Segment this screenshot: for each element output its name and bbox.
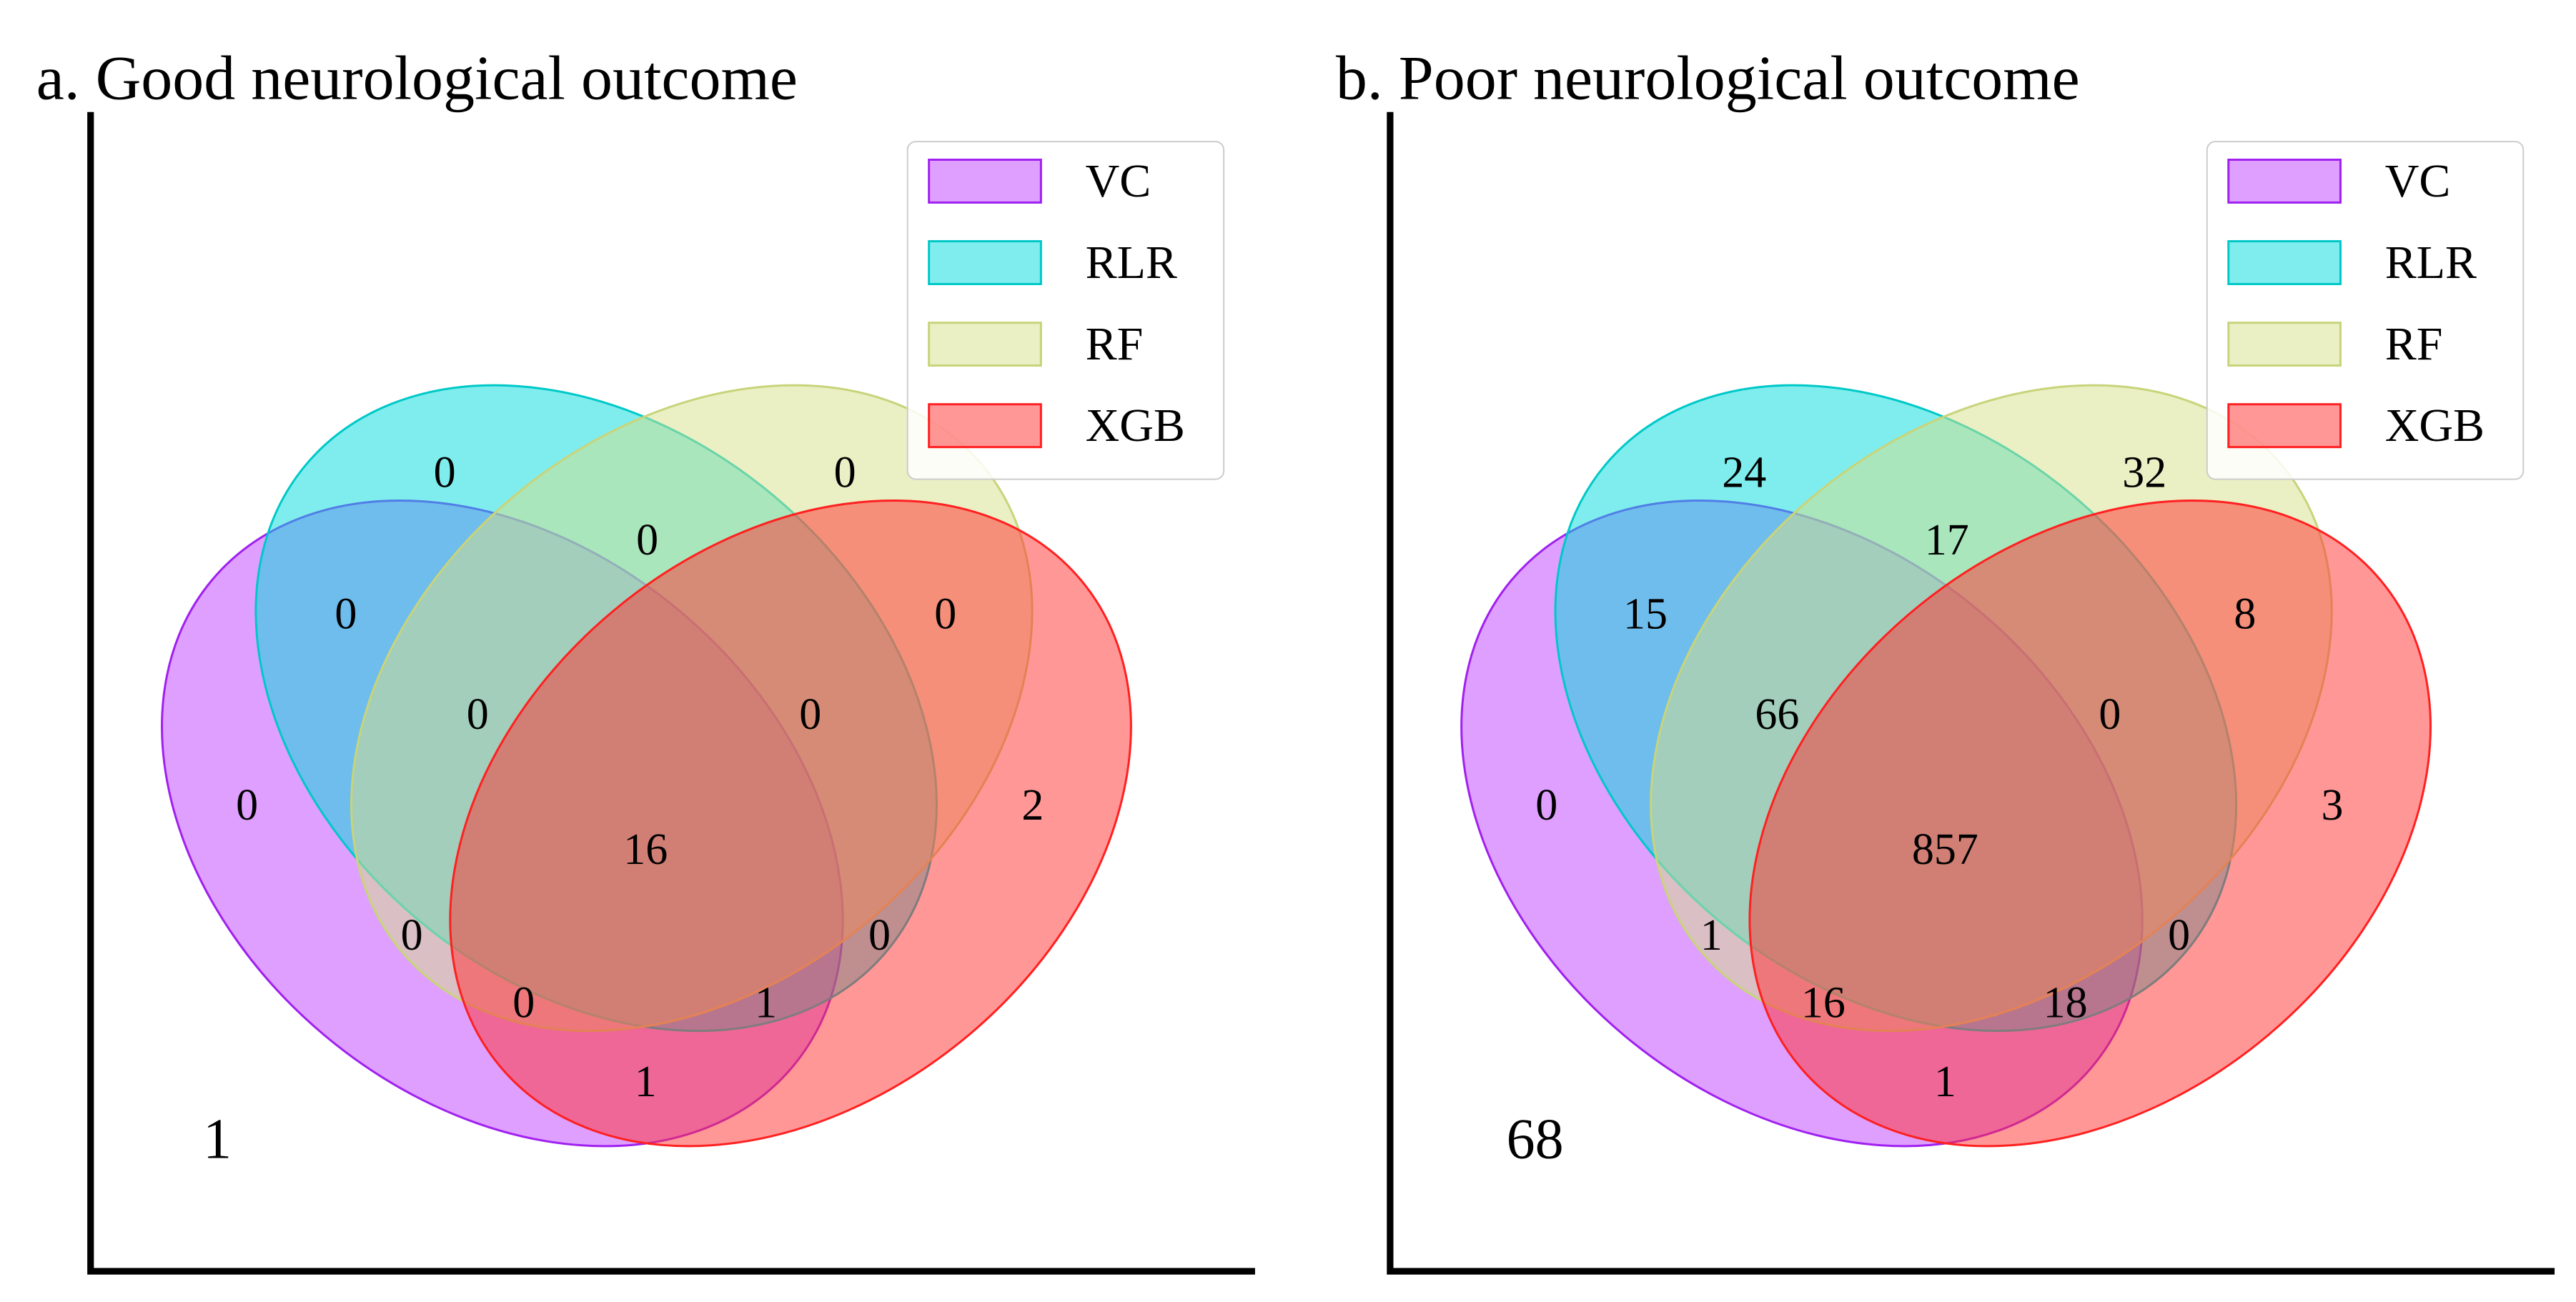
count-vc-xgb: 1 xyxy=(635,1058,657,1106)
legend-swatch-rlr xyxy=(2227,240,2342,285)
count-rlr-rf-xgb: 0 xyxy=(2099,690,2121,739)
ellipse-xgb xyxy=(449,500,1132,1148)
count-vc-xgb: 1 xyxy=(1934,1058,1956,1106)
legend-swatch-xgb xyxy=(928,403,1042,449)
count-vc-rlr-xgb: 18 xyxy=(2044,978,2088,1027)
count-rf-xgb: 0 xyxy=(934,590,956,639)
count-rlr-rf: 17 xyxy=(1925,516,1969,565)
panel-title: a. Good neurological outcome xyxy=(36,44,798,114)
count-xgb: 3 xyxy=(2321,781,2343,830)
panel-title: b. Poor neurological outcome xyxy=(1336,44,2080,114)
count-vc-rf: 1 xyxy=(1700,911,1723,960)
legend-swatch-rf xyxy=(928,322,1042,367)
legend: VC RLR RF XGB xyxy=(2206,141,2525,480)
venn-panel-1: a. Good neurological outcome 0 0 0 0 0 0 0 0 2 16 0… xyxy=(36,44,1255,1275)
count-rf: 0 xyxy=(834,448,856,497)
legend-swatch-vc xyxy=(2227,159,2342,204)
count-rf-xgb: 8 xyxy=(2234,590,2256,639)
count-vc-rlr-rf: 0 xyxy=(467,690,489,739)
count-vc: 0 xyxy=(1535,781,1557,830)
legend-label-vc: VC xyxy=(2385,155,2451,207)
panel-frame xyxy=(87,111,1255,1275)
count-rlr-xgb: 0 xyxy=(868,911,891,960)
legend-label-xgb: XGB xyxy=(2385,399,2485,452)
panel-frame xyxy=(1387,111,2555,1275)
count-rlr-rf-xgb: 0 xyxy=(799,690,821,739)
count-rlr-xgb: 0 xyxy=(2168,911,2190,960)
count-rlr: 24 xyxy=(1722,448,1766,497)
legend: VC RLR RF XGB xyxy=(906,141,1225,480)
count-none: 68 xyxy=(1507,1108,1564,1171)
legend-swatch-rf xyxy=(2227,322,2342,367)
legend-label-rf: RF xyxy=(2385,318,2443,370)
legend-label-xgb: XGB xyxy=(1086,399,1185,452)
legend-label-vc: VC xyxy=(1086,155,1151,207)
count-vc: 0 xyxy=(236,781,258,830)
count-vc-rlr: 15 xyxy=(1623,590,1668,639)
venn-panel-2: b. Poor neurological outcome 24 32 17 15 8 66 0… xyxy=(1336,44,2555,1275)
count-vc-rf: 0 xyxy=(401,911,423,960)
count-rlr: 0 xyxy=(434,448,456,497)
count-vc-rlr-xgb: 1 xyxy=(755,978,777,1027)
count-vc-rlr-rf: 66 xyxy=(1755,690,1799,739)
count-rf: 32 xyxy=(2122,448,2166,497)
legend-box xyxy=(2206,141,2525,480)
count-rlr-rf: 0 xyxy=(636,516,658,565)
count-vc-rlr: 0 xyxy=(335,590,357,639)
legend-label-rf: RF xyxy=(1086,318,1144,370)
legend-box xyxy=(906,141,1225,480)
legend-swatch-vc xyxy=(928,159,1042,204)
legend-swatch-xgb xyxy=(2227,403,2342,449)
legend-swatch-rlr xyxy=(928,240,1042,285)
legend-label-rlr: RLR xyxy=(1086,237,1177,289)
count-vc-rf-xgb: 16 xyxy=(1801,978,1846,1027)
count-all: 857 xyxy=(1912,825,1978,874)
count-all: 16 xyxy=(623,825,668,874)
count-vc-rf-xgb: 0 xyxy=(512,978,535,1027)
legend-label-rlr: RLR xyxy=(2385,237,2477,289)
ellipse-xgb xyxy=(1748,500,2432,1148)
count-xgb: 2 xyxy=(1021,781,1044,830)
count-none: 1 xyxy=(203,1108,232,1171)
